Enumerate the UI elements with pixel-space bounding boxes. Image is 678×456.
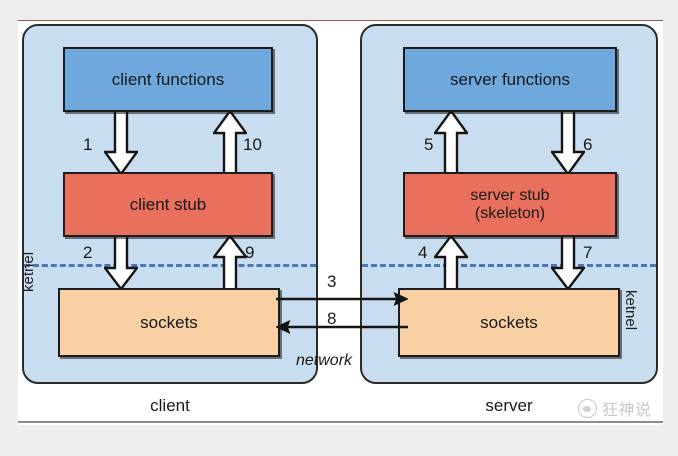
client-functions-label: client functions: [111, 69, 225, 89]
arrow-up-client-stub-to-functions: [213, 110, 247, 176]
step-label-3: 3: [327, 272, 337, 291]
network-label: network: [296, 352, 353, 369]
arrow-up-client-sockets-to-stub: [213, 235, 247, 291]
arrow-left-network-reply: [275, 319, 408, 339]
server-kernel-divider: [362, 264, 656, 267]
bottom-divider-rule: [18, 421, 663, 423]
arrow-down-server-functions-to-stub: [551, 110, 585, 176]
server-sockets-box[interactable]: sockets: [398, 288, 620, 357]
watermark: 狂神说: [578, 396, 652, 420]
arrow-down-server-stub-to-sockets: [551, 235, 585, 291]
step-label-1: 1: [83, 135, 93, 154]
arrow-up-server-stub-to-functions: [434, 110, 468, 176]
step-label-10: 10: [243, 135, 262, 154]
client-caption: client: [150, 396, 190, 415]
step-label-8: 8: [327, 309, 337, 328]
client-functions-box[interactable]: client functions: [63, 47, 273, 112]
step-label-5: 5: [424, 135, 434, 154]
server-functions-box[interactable]: server functions: [403, 47, 617, 112]
server-sockets-label: sockets: [480, 312, 538, 332]
watermark-text: 狂神说: [602, 402, 652, 419]
step-label-6: 6: [583, 135, 593, 154]
client-kernel-divider: [24, 264, 316, 267]
step-label-9: 9: [245, 243, 255, 262]
arrow-down-client-stub-to-sockets: [104, 235, 138, 291]
step-label-7: 7: [583, 243, 593, 262]
client-stub-label: client stub: [129, 194, 207, 214]
server-stub-box[interactable]: server stub (skeleton): [403, 172, 617, 237]
arrow-right-network-request: [276, 291, 409, 311]
server-stub-label-block: server stub (skeleton): [470, 187, 549, 223]
client-kernel-label: ketnel: [20, 251, 37, 292]
step-label-2: 2: [83, 243, 93, 262]
arrow-up-server-sockets-to-stub: [434, 235, 468, 291]
client-stub-box[interactable]: client stub: [63, 172, 273, 237]
client-sockets-label: sockets: [140, 312, 198, 332]
server-kernel-label: ketnel: [622, 290, 639, 331]
server-caption: server: [485, 396, 533, 415]
step-label-4: 4: [418, 243, 428, 262]
server-stub-label-line2: (skeleton): [474, 204, 546, 222]
arrow-down-client-functions-to-stub: [104, 110, 138, 176]
client-sockets-box[interactable]: sockets: [58, 288, 280, 357]
circle-logo-icon: [578, 398, 597, 418]
server-functions-label: server functions: [450, 69, 570, 89]
server-stub-label-line1: server stub: [470, 186, 550, 204]
